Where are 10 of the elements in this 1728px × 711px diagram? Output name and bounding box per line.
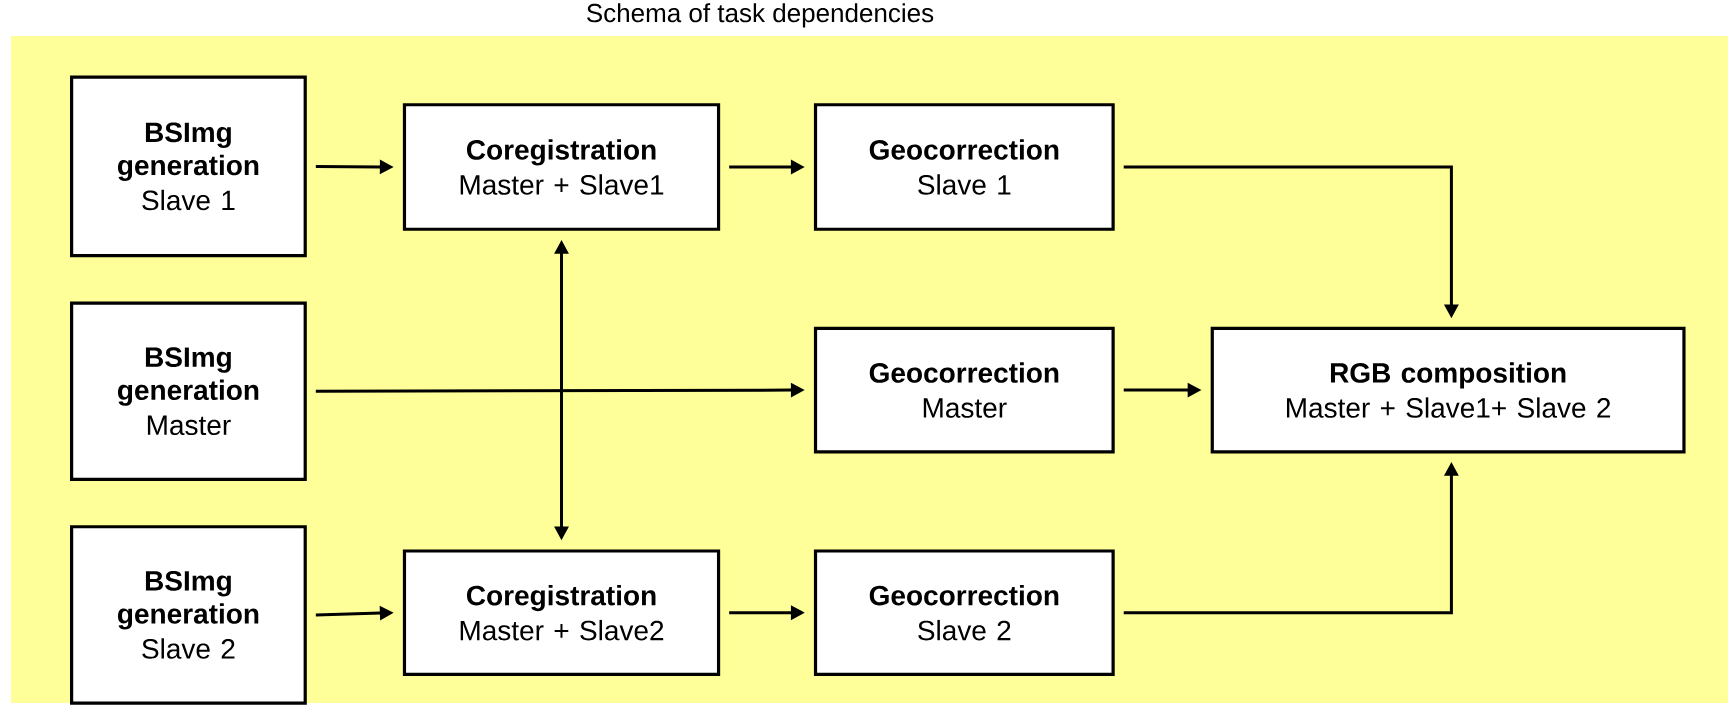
process-box: BSImg generation Slave 2	[70, 525, 307, 705]
process-box: Geocorrection Slave 1	[813, 103, 1115, 231]
process-box: Geocorrection Slave 2	[813, 549, 1115, 676]
title: Schema of task dependencies	[587, 3, 934, 28]
process-box: BSImg generation Master	[70, 301, 307, 481]
process-box: Geocorrection Master	[813, 326, 1115, 454]
process-box: Coregistration Master + Slave1	[402, 103, 721, 231]
process-box: RGB composition Master + Slave1+ Slave 2	[1210, 326, 1686, 454]
process-box: BSImg generation Slave 1	[70, 75, 307, 258]
process-box: Coregistration Master + Slave2	[402, 549, 721, 676]
